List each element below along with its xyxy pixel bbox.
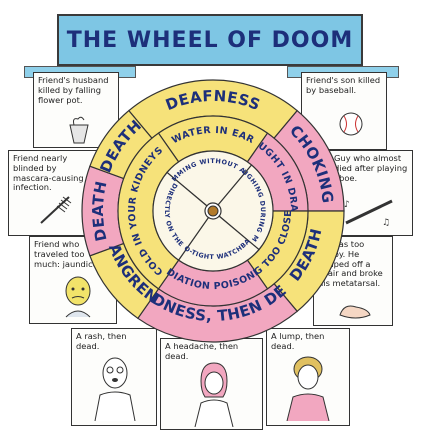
outer-ring-segment xyxy=(127,79,299,140)
panel-caption: Friend's son killed by baseball. xyxy=(306,75,381,95)
middle-ring-segment xyxy=(117,132,180,290)
svg-text:♪: ♪ xyxy=(344,200,350,210)
inner-ring-segment xyxy=(177,215,260,272)
panel-caption: Friend's husband killed by falling flowe… xyxy=(38,75,109,105)
middle-ring-label: COLD IN YOUR KIDNEYS xyxy=(127,145,165,277)
oboe-icon: ♪♫ xyxy=(344,199,393,228)
foot-icon xyxy=(339,305,371,319)
panel-caption: Friend who traveled too much: jaundice. xyxy=(34,239,101,269)
middle-ring-label: WATER IN EAR xyxy=(170,125,256,146)
panel-metatarsal: He was too happy. He jumped off a chair … xyxy=(313,236,393,326)
middle-ring-segment xyxy=(157,115,269,163)
worried-man-icon xyxy=(94,357,136,421)
page-title: THE WHEEL OF DOOM xyxy=(66,28,354,53)
panel-caption: Guy who almost died after playing oboe. xyxy=(334,153,408,183)
middle-ring-segment xyxy=(246,210,309,290)
woman-lump-icon xyxy=(286,356,330,421)
panel-caption: A headache, then dead. xyxy=(165,341,239,361)
outer-ring-label: DEAFNESS xyxy=(163,87,263,114)
panel-headache: A headache, then dead. xyxy=(160,338,263,430)
mascara-icon xyxy=(40,196,72,224)
panel-mascara: Friend nearly blinded by mascara-causing… xyxy=(8,150,100,236)
middle-ring-segment xyxy=(157,259,269,307)
title-banner: THE WHEEL OF DOOM xyxy=(57,14,363,66)
woman-headache-icon xyxy=(194,362,234,427)
svg-text:♫: ♫ xyxy=(382,218,390,228)
inner-ring-segment xyxy=(166,150,253,207)
panel-caption: A lump, then dead. xyxy=(271,331,325,351)
baseball-icon xyxy=(339,112,363,136)
inner-ring-segment xyxy=(152,171,210,261)
middle-ring-segment xyxy=(246,132,309,212)
panel-oboe: Guy who almost died after playing oboe. … xyxy=(329,150,413,236)
wheel-hub xyxy=(207,205,219,217)
panel-jaundice: Friend who traveled too much: jaundice. xyxy=(29,236,117,324)
panel-baseball: Friend's son killed by baseball. xyxy=(301,72,387,150)
panel-rash: A rash, then dead. xyxy=(71,328,157,426)
flower-pot-icon xyxy=(69,116,89,144)
panel-flower-pot: Friend's husband killed by falling flowe… xyxy=(33,72,119,148)
panel-caption: Friend nearly blinded by mascara-causing… xyxy=(13,153,84,193)
panel-lump: A lump, then dead. xyxy=(266,328,350,426)
inner-ring-segment xyxy=(217,164,274,251)
panel-caption: He was too happy. He jumped off a chair … xyxy=(318,239,383,289)
panel-caption: A rash, then dead. xyxy=(76,331,127,351)
jaundiced-face-icon xyxy=(65,276,91,318)
